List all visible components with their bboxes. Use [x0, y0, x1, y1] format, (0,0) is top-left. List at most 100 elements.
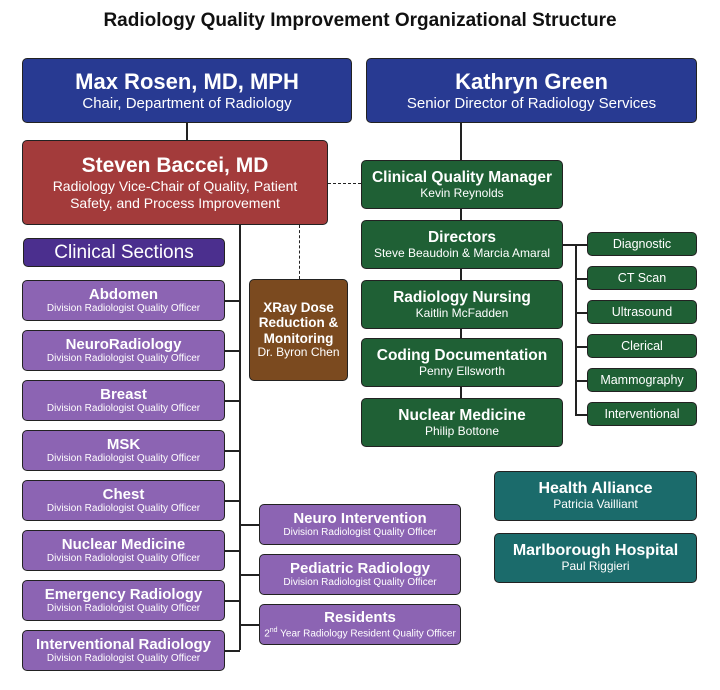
- ops-name: Radiology Nursing: [393, 288, 531, 306]
- modality-box: Mammography: [587, 368, 697, 392]
- ops-name: Coding Documentation: [376, 346, 548, 364]
- vice-chair-role: Radiology Vice-Chair of Quality, Patient: [52, 178, 298, 195]
- affiliate-person: Paul Riggieri: [561, 559, 630, 574]
- connector: [239, 225, 241, 650]
- section-role: Division Radiologist Quality Officer: [283, 577, 437, 589]
- section-role: Division Radiologist Quality Officer: [283, 527, 437, 539]
- director-name: Kathryn Green: [455, 69, 608, 95]
- xray-title: Monitoring: [263, 330, 334, 346]
- section-role: Division Radiologist Quality Officer: [46, 603, 201, 615]
- section-role: Division Radiologist Quality Officer: [46, 453, 201, 465]
- modality-box: Clerical: [587, 334, 697, 358]
- connector: [186, 123, 188, 140]
- section-name: MSK: [106, 436, 141, 454]
- affiliate-person: Patricia Vailliant: [553, 497, 638, 512]
- connector: [225, 300, 240, 302]
- connector: [225, 450, 240, 452]
- ops-name: Nuclear Medicine: [398, 406, 526, 424]
- modality-label: Mammography: [600, 372, 684, 387]
- connector: [240, 574, 259, 576]
- ops-person: Steve Beaudoin & Marcia Amaral: [373, 245, 551, 260]
- connector: [225, 550, 240, 552]
- section-role: 2nd Year Radiology Resident Quality Offi…: [260, 627, 460, 640]
- xray-dose-box: XRay Dose Reduction & Monitoring Dr. Byr…: [249, 279, 348, 381]
- connector: [225, 400, 240, 402]
- connector: [240, 524, 259, 526]
- section-role: Division Radiologist Quality Officer: [46, 653, 201, 665]
- section-role: Division Radiologist Quality Officer: [46, 353, 201, 365]
- connector: [575, 244, 577, 414]
- section-role: Division Radiologist Quality Officer: [46, 503, 201, 515]
- modality-box: Interventional: [587, 402, 697, 426]
- ops-person: Kevin Reynolds: [420, 185, 504, 200]
- connector: [225, 500, 240, 502]
- section-name: Emergency Radiology: [44, 586, 203, 604]
- connector: [575, 278, 587, 280]
- ops-name: Clinical Quality Manager: [371, 168, 553, 186]
- affiliate-name: Health Alliance: [538, 479, 653, 497]
- modality-label: CT Scan: [617, 270, 667, 285]
- section-name: Nuclear Medicine: [61, 536, 186, 554]
- director-role: Senior Director of Radiology Services: [406, 94, 657, 112]
- vice-chair-box: Steven Baccei, MD Radiology Vice-Chair o…: [22, 140, 328, 225]
- connector: [575, 346, 587, 348]
- section-role: Division Radiologist Quality Officer: [46, 553, 201, 565]
- director-box: Kathryn Green Senior Director of Radiolo…: [366, 58, 697, 123]
- connector: [575, 312, 587, 314]
- section-role: Division Radiologist Quality Officer: [46, 403, 201, 415]
- dashed-connector: [299, 225, 300, 279]
- section-role: Division Radiologist Quality Officer: [46, 303, 201, 315]
- xray-title: XRay Dose: [263, 299, 334, 315]
- ops-name: Directors: [427, 228, 497, 246]
- modality-label: Interventional: [604, 406, 680, 421]
- section-name: Breast: [100, 386, 147, 404]
- clinical-sections-header: Clinical Sections: [23, 238, 225, 267]
- chair-role: Chair, Department of Radiology: [82, 94, 292, 112]
- section-name: NeuroRadiology: [65, 336, 182, 354]
- vice-chair-role: Safety, and Process Improvement: [70, 194, 280, 211]
- ops-person: Kaitlin McFadden: [415, 305, 509, 320]
- connector: [225, 600, 240, 602]
- connector: [225, 650, 240, 652]
- modality-label: Ultrasound: [611, 304, 673, 319]
- chart-title: Radiology Quality Improvement Organizati…: [103, 10, 617, 31]
- role-sup: nd: [269, 626, 278, 634]
- modality-label: Diagnostic: [612, 236, 672, 251]
- section-name: Pediatric Radiology: [289, 560, 431, 578]
- chair-name: Max Rosen, MD, MPH: [75, 69, 299, 95]
- role-text: 2: [264, 628, 270, 640]
- section-name: Chest: [102, 486, 145, 504]
- vice-chair-name: Steven Baccei, MD: [81, 154, 269, 178]
- connector: [460, 123, 462, 160]
- role-text: Year Radiology Resident Quality Officer: [277, 628, 456, 640]
- ops-person: Penny Ellsworth: [418, 363, 506, 378]
- ops-person: Philip Bottone: [424, 423, 500, 438]
- affiliate-name: Marlborough Hospital: [512, 541, 679, 559]
- modality-box: Diagnostic: [587, 232, 697, 256]
- dashed-connector: [328, 183, 361, 184]
- modality-box: CT Scan: [587, 266, 697, 290]
- connector: [225, 350, 240, 352]
- section-name: Neuro Intervention: [293, 510, 427, 528]
- section-name: Residents: [324, 609, 396, 627]
- xray-person: Dr. Byron Chen: [257, 345, 340, 360]
- connector: [240, 624, 259, 626]
- modality-label: Clerical: [621, 338, 663, 353]
- connector: [575, 244, 587, 246]
